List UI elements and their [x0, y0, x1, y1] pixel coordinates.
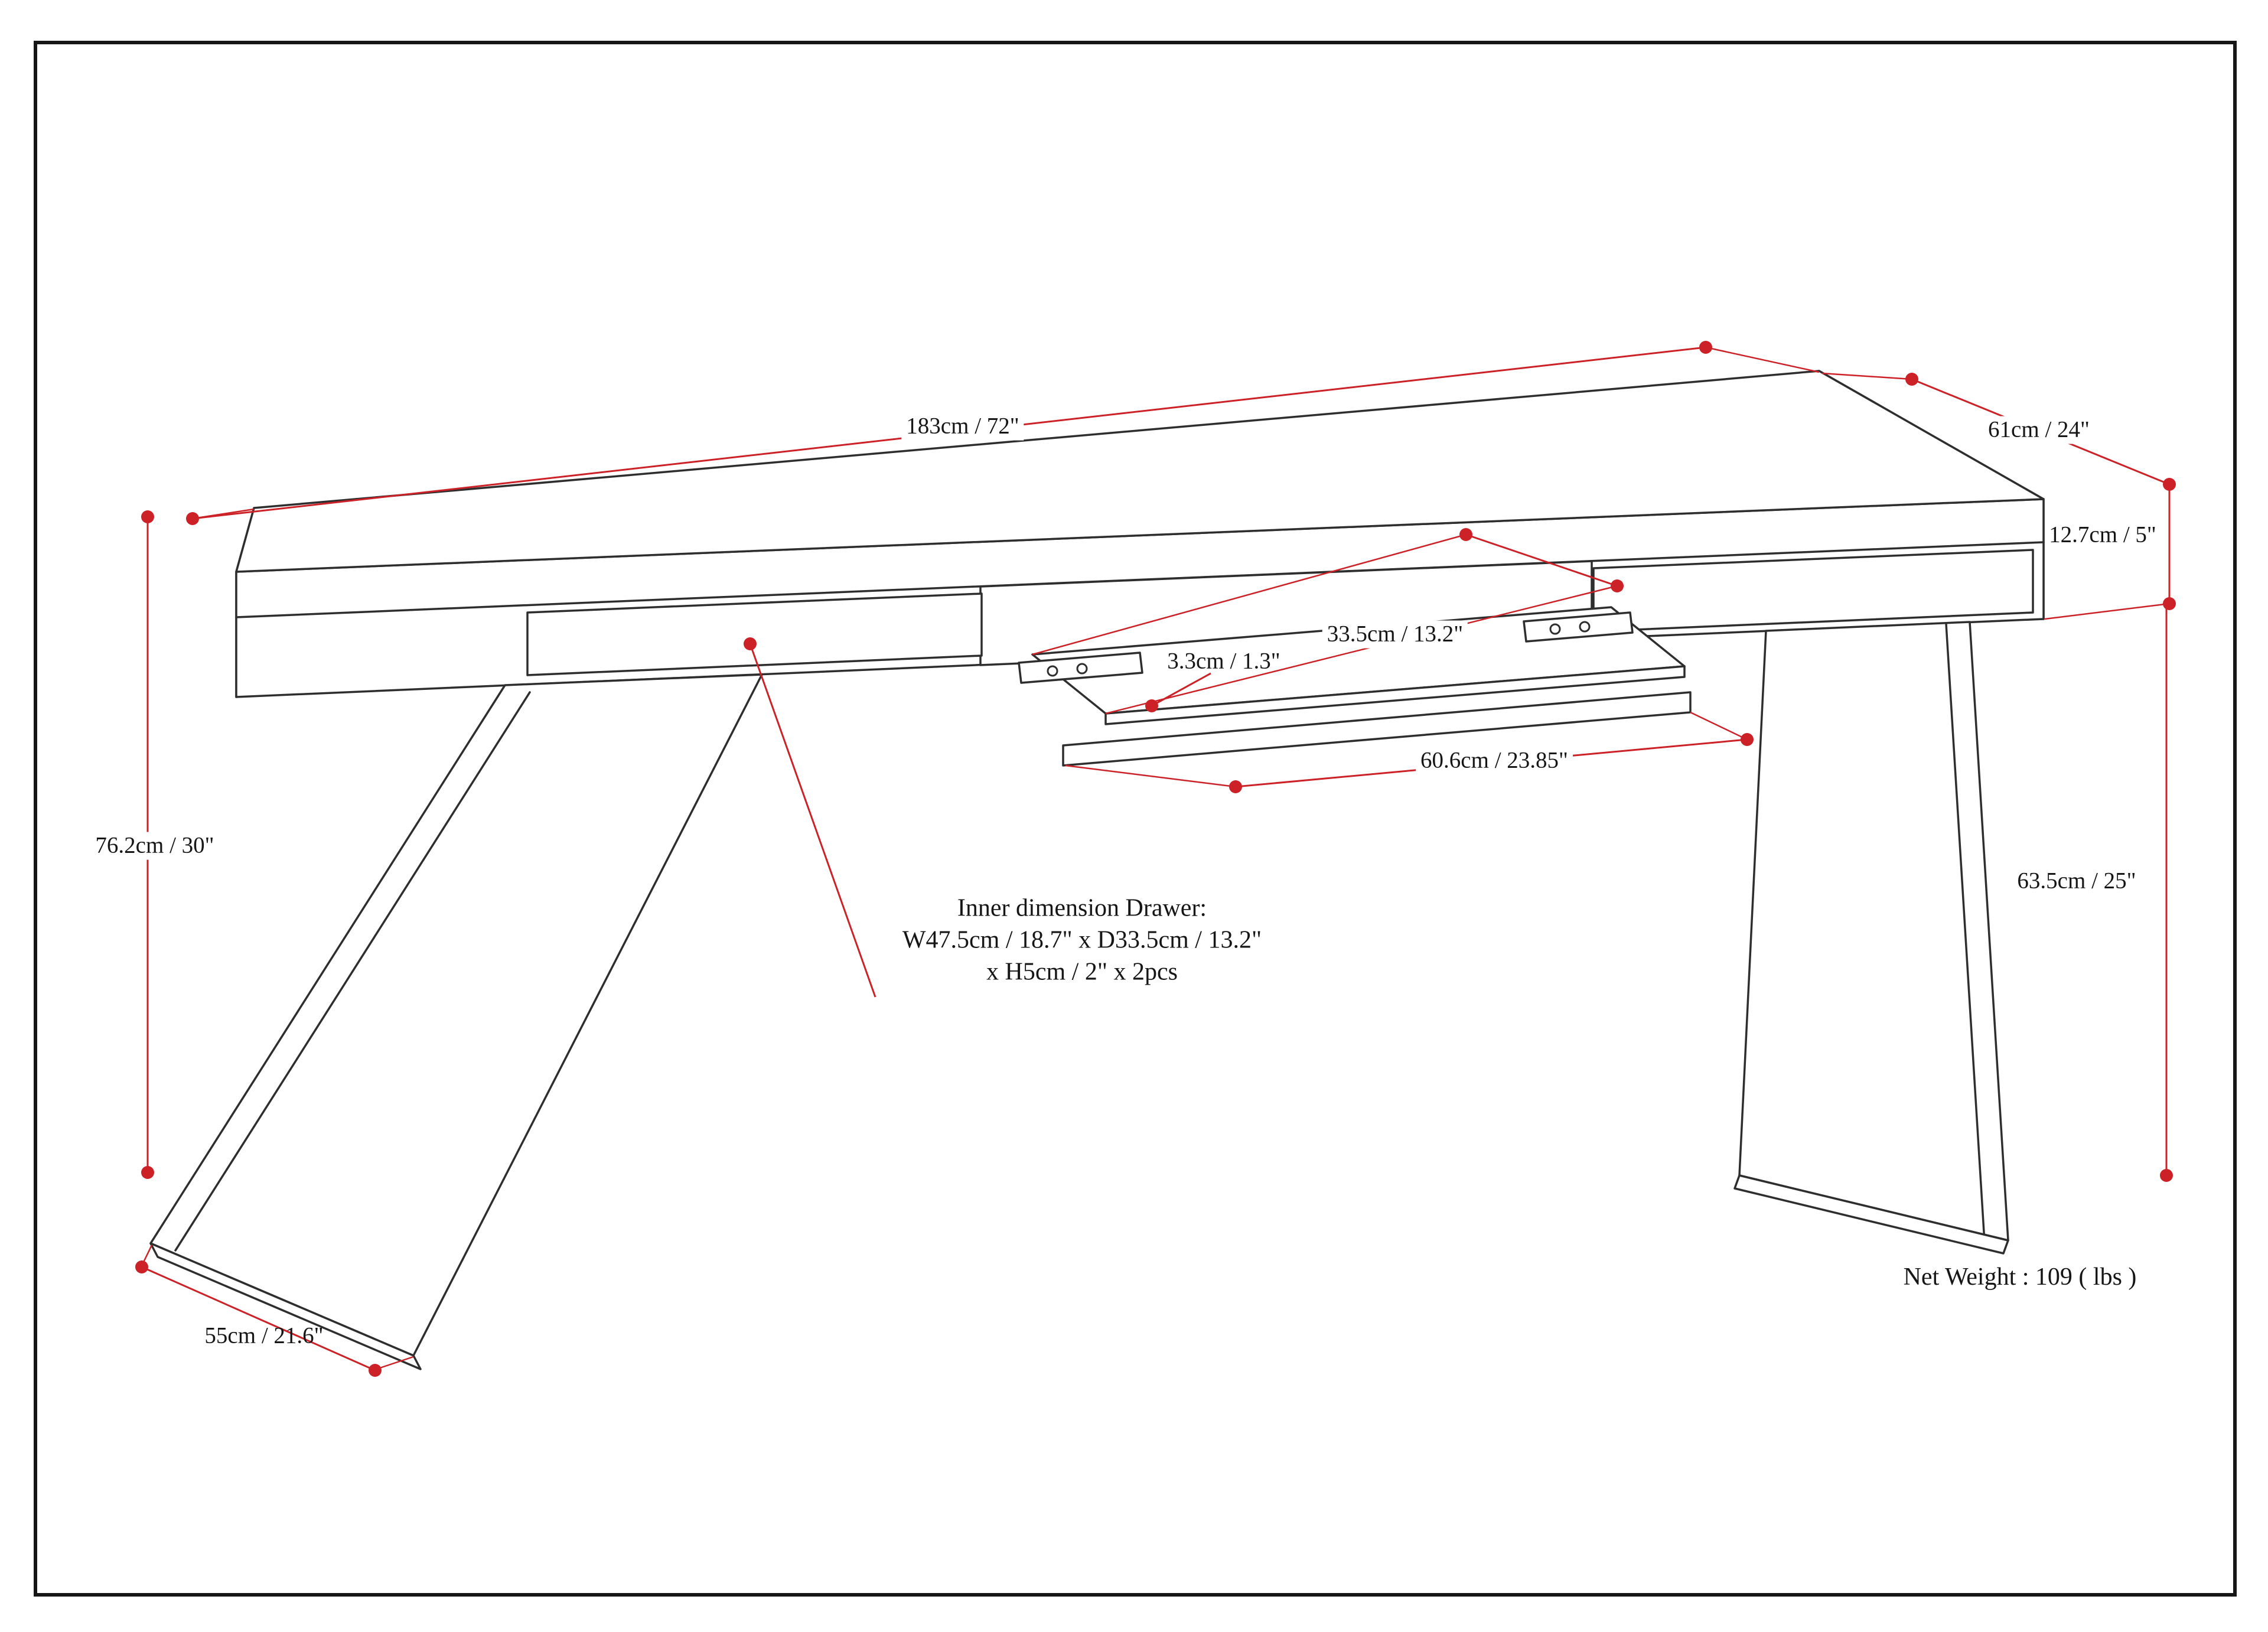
right-leg-inner-edge	[1945, 623, 1986, 1243]
dimension-line-tray-depth	[1465, 533, 1618, 587]
leader-line-rail-height	[1151, 672, 1211, 707]
extension-line	[1690, 711, 1748, 741]
drawer-note-line: x H5cm / 2" x 2pcs	[986, 957, 1178, 985]
extension-line	[1821, 372, 1912, 380]
dimension-label-length: 183cm / 72"	[901, 412, 1024, 441]
dimension-marker-dot	[2160, 1169, 2173, 1182]
dimension-marker-dot	[141, 1166, 154, 1179]
slide-wheel	[1549, 623, 1561, 635]
dimension-marker-dot	[1699, 341, 1712, 354]
right-leg-foot	[1733, 1174, 2009, 1255]
dimension-label-depth: 61cm / 24"	[1983, 416, 2094, 444]
dimension-marker-dot	[1229, 780, 1242, 793]
desk-top-face	[235, 370, 2045, 573]
dimension-marker-dot	[1611, 579, 1624, 592]
dimension-marker-dot	[1459, 528, 1472, 541]
drawer-note-line: Inner dimension Drawer:	[957, 894, 1207, 922]
dimension-line-leg-base	[141, 1266, 376, 1372]
dimension-marker-dot	[141, 510, 154, 523]
slide-wheel	[1076, 663, 1088, 675]
extension-line	[1065, 764, 1236, 788]
extension-line	[376, 1356, 414, 1370]
extension-line	[1032, 533, 1467, 656]
dimension-marker-dot	[1741, 733, 1754, 746]
left-leg-foot	[149, 1242, 422, 1370]
page-border	[34, 41, 2237, 1597]
dimension-label-thickness: 12.7cm / 5"	[2049, 522, 2156, 548]
dimension-marker-dot	[1905, 373, 1918, 386]
desk-line-art	[149, 370, 2045, 1370]
extension-line	[1105, 585, 1618, 715]
dimension-label-tray-width: 60.6cm / 23.85"	[1416, 747, 1573, 775]
drawer-inner-dimension-note: Inner dimension Drawer: W47.5cm / 18.7" …	[902, 892, 1262, 988]
left-drawer-front	[526, 592, 983, 676]
dimension-label-tray-depth: 33.5cm / 13.2"	[1322, 620, 1468, 649]
dimension-label-rail-height: 3.3cm / 1.3"	[1167, 648, 1280, 674]
dimension-marker-dot	[744, 637, 757, 650]
dimension-marker-dot	[369, 1364, 382, 1377]
net-weight-label: Net Weight : 109 ( lbs )	[1903, 1263, 2137, 1291]
dimension-label-height-right: 63.5cm / 25"	[2017, 868, 2136, 894]
slide-wheel	[1579, 621, 1591, 633]
dimension-marker-dot	[186, 512, 199, 525]
right-slide-rail	[1523, 611, 1634, 643]
dimension-marker-dot	[2163, 597, 2176, 610]
leader-line-drawer-note	[749, 643, 876, 998]
right-leg	[1738, 621, 2009, 1242]
dimension-marker-dot	[135, 1260, 148, 1273]
dimension-label-leg-base: 55cm / 21.6"	[204, 1322, 324, 1348]
left-leg	[149, 673, 763, 1357]
dimension-marker-dot	[1145, 699, 1158, 712]
slide-wheel	[1047, 665, 1058, 677]
extension-line	[2044, 602, 2170, 620]
left-leg-inner-edge	[174, 691, 531, 1252]
drawer-note-line: W47.5cm / 18.7" x D33.5cm / 13.2"	[902, 926, 1262, 954]
keyboard-tray-thickness-edge	[1104, 665, 1686, 725]
dimension-label-height-left: 76.2cm / 30"	[90, 832, 219, 860]
extension-line	[1705, 346, 1820, 373]
dimension-marker-dot	[2163, 478, 2176, 491]
